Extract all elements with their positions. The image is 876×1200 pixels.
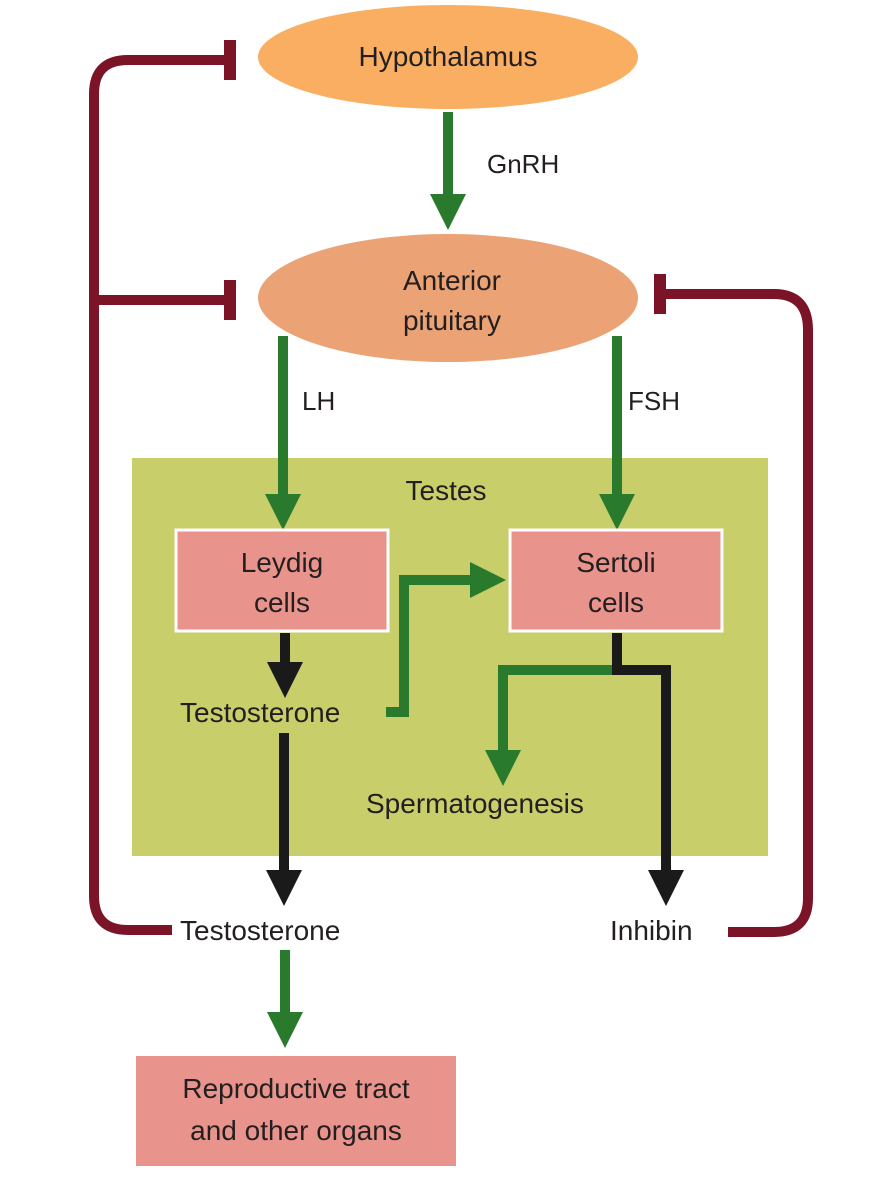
reproductive-tract-label-line2: and other organs [190,1115,402,1146]
hypothalamus-node [258,5,638,109]
testes-label: Testes [406,475,487,506]
sertoli-to-inhibin-arrow [612,633,684,906]
anterior-pituitary-node [258,234,638,362]
sertoli-cells-node [508,528,724,633]
inhibin-label: Inhibin [610,915,693,946]
anterior-pituitary-label-line2: pituitary [403,305,501,336]
gnrh-label: GnRH [487,149,559,179]
hypothalamus-label: Hypothalamus [359,41,538,72]
fsh-label: FSH [628,386,680,416]
leydig-cells-label-line1: Leydig [241,547,324,578]
anterior-pituitary-label-line1: Anterior [403,265,501,296]
spermatogenesis-label: Spermatogenesis [366,788,584,819]
leydig-cells-node [174,528,390,633]
inhibin-feedback-line [664,289,813,937]
reproductive-tract-node [136,1056,456,1166]
sertoli-cells-label-line2: cells [588,587,644,618]
reproductive-tract-label-line1: Reproductive tract [182,1073,409,1104]
lh-label: LH [302,386,335,416]
testosterone-inner-label: Testosterone [180,697,340,728]
leydig-cells-label-line2: cells [254,587,310,618]
sertoli-cells-label-line1: Sertoli [576,547,655,578]
testosterone-outer-label: Testosterone [180,915,340,946]
sertoli-to-spermatogenesis-arrow [485,665,617,786]
testosterone-to-sertoli-arrow [386,562,506,717]
testosterone-feedback-line [89,55,224,935]
